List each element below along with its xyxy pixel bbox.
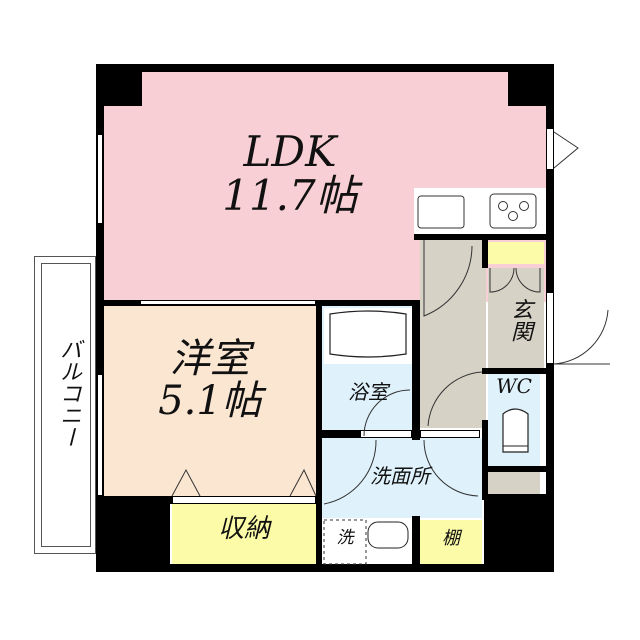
ldk-label: LDK 11.7帖 xyxy=(190,127,390,221)
washroom-door-opening xyxy=(420,430,480,438)
window-western-left xyxy=(97,374,103,496)
wall-toilet-left xyxy=(482,420,488,500)
wall-hall-right xyxy=(482,238,488,268)
wall-left xyxy=(96,64,104,572)
sink-icon xyxy=(417,195,465,229)
shelf-label: 棚 xyxy=(442,528,460,549)
storage-label: 収納 xyxy=(217,514,270,544)
bath-door-opening xyxy=(360,430,412,438)
entrance-hall xyxy=(420,240,486,428)
wall-western-right xyxy=(316,300,322,568)
wall-bath-bottom xyxy=(320,430,360,438)
western-label: 洋室 5.1帖 xyxy=(130,338,290,422)
wall-bottom xyxy=(96,564,554,572)
ldk-name: LDK xyxy=(243,127,337,176)
entrance-label: 玄関 xyxy=(507,298,532,342)
washer-space-icon xyxy=(323,519,367,565)
ldk-size: 11.7帖 xyxy=(222,171,358,221)
bathtub-icon xyxy=(329,310,407,358)
washroom-label: 洗面所 xyxy=(370,464,430,488)
washer-label: 洗 xyxy=(336,528,354,548)
toilet-door-swing xyxy=(427,371,483,427)
washroom-door-swing xyxy=(323,439,377,505)
storage-closet xyxy=(172,504,316,564)
hall-door-swing xyxy=(423,240,473,317)
pillar-top-left xyxy=(96,64,142,106)
wall-top xyxy=(96,64,554,72)
storage-door-rail xyxy=(172,496,316,504)
wall-bath-right xyxy=(412,300,420,440)
sliding-door-western xyxy=(140,300,316,305)
western-name: 洋室 xyxy=(170,336,250,382)
bath-door-swing xyxy=(363,389,411,437)
shoe-cabinet xyxy=(488,242,544,264)
closet-folding-doors xyxy=(171,468,317,497)
shelf-closet xyxy=(420,520,482,566)
wall-toilet-top xyxy=(482,368,550,374)
wall-toilet-bottom xyxy=(484,466,550,472)
washroom-door-swing-2 xyxy=(423,439,479,497)
window-ldk-left xyxy=(97,134,103,224)
entrance-door-opening xyxy=(546,292,554,364)
toilet-icon xyxy=(502,408,529,453)
toilet-label: WC xyxy=(496,374,532,398)
pillar-top-right xyxy=(508,64,554,106)
balcony xyxy=(34,256,96,554)
window-swing xyxy=(553,131,579,169)
window-ldk-right xyxy=(546,128,554,170)
pillar-bottom-left xyxy=(96,496,170,572)
western-room xyxy=(104,306,318,496)
wall-washroom-bottom xyxy=(412,516,420,568)
entrance-door-swing xyxy=(553,309,610,365)
balcony-label: バルコニー xyxy=(56,338,81,448)
bath-label: 浴室 xyxy=(348,380,388,404)
pillar-bottom-right xyxy=(484,494,554,572)
washbasin-icon xyxy=(367,521,409,549)
entrance-genkan xyxy=(488,268,544,368)
western-size: 5.1帖 xyxy=(158,378,262,424)
washroom xyxy=(322,438,482,518)
shoe-cabinet-doors xyxy=(489,267,541,293)
toilet-shelf xyxy=(488,472,540,494)
wall-kitchen-bottom xyxy=(414,234,550,240)
